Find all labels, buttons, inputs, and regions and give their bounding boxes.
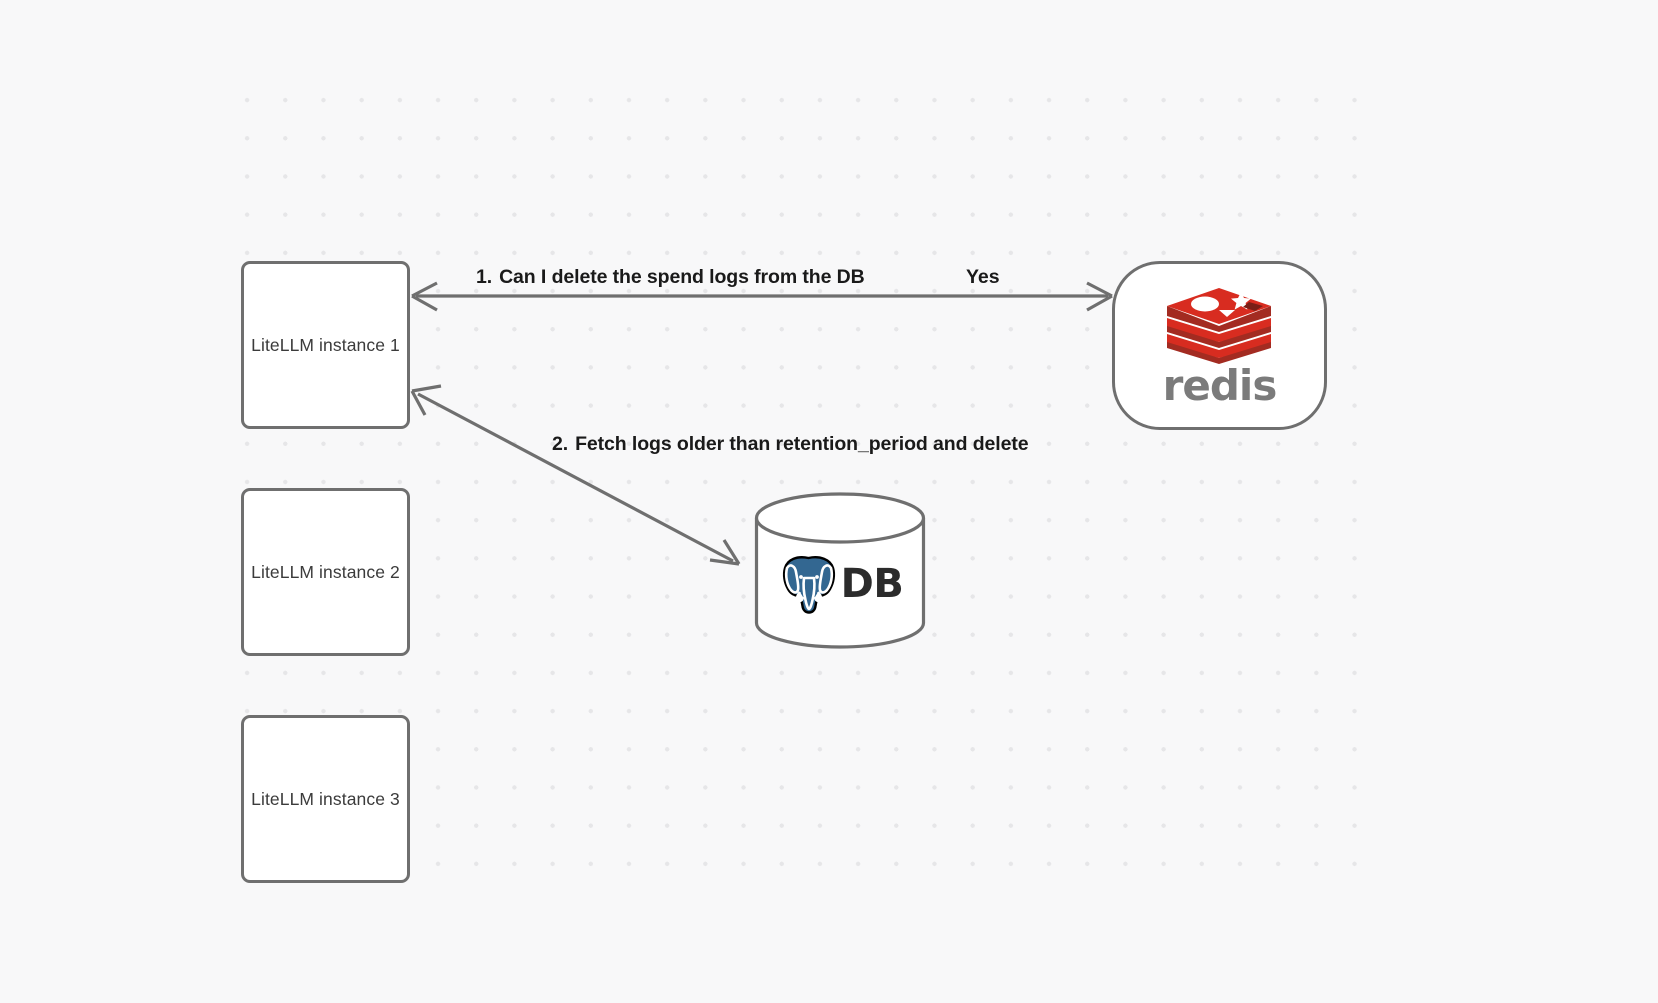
edge-label-step-1: 1. Can I delete the spend logs from the D… xyxy=(476,266,865,288)
edge-label-reply-yes: Yes xyxy=(966,266,1000,288)
node-redis[interactable]: redis xyxy=(1112,261,1327,430)
node-litellm-instance-1-label: LiteLLM instance 1 xyxy=(251,334,400,355)
node-litellm-instance-2[interactable]: LiteLLM instance 2 xyxy=(241,488,410,656)
edge-litellm1-db xyxy=(410,384,741,566)
postgresql-elephant-icon xyxy=(781,554,837,615)
edge-label-step-2: 2. Fetch logs older than retention_period… xyxy=(552,433,1029,455)
node-litellm-instance-3-label: LiteLLM instance 3 xyxy=(251,788,400,809)
node-litellm-instance-2-label: LiteLLM instance 2 xyxy=(251,561,400,582)
redis-wordmark: redis xyxy=(1162,360,1278,410)
edge-step-number-2: 2. xyxy=(552,433,569,455)
edge-label-text-2: Fetch logs older than retention_period a… xyxy=(575,433,1029,455)
node-litellm-instance-3[interactable]: LiteLLM instance 3 xyxy=(241,715,410,883)
redis-logo: redis xyxy=(1163,286,1277,406)
redis-stack-icon xyxy=(1167,287,1272,364)
node-database[interactable]: DB xyxy=(754,492,926,649)
edge-step-number-1: 1. xyxy=(476,266,493,288)
cylinder-shape xyxy=(754,492,926,649)
database-label: DB xyxy=(840,560,904,607)
node-litellm-instance-1[interactable]: LiteLLM instance 1 xyxy=(241,261,410,429)
database-logo-group: DB xyxy=(754,492,926,649)
edge-label-text-1: Can I delete the spend logs from the DB xyxy=(499,266,865,288)
